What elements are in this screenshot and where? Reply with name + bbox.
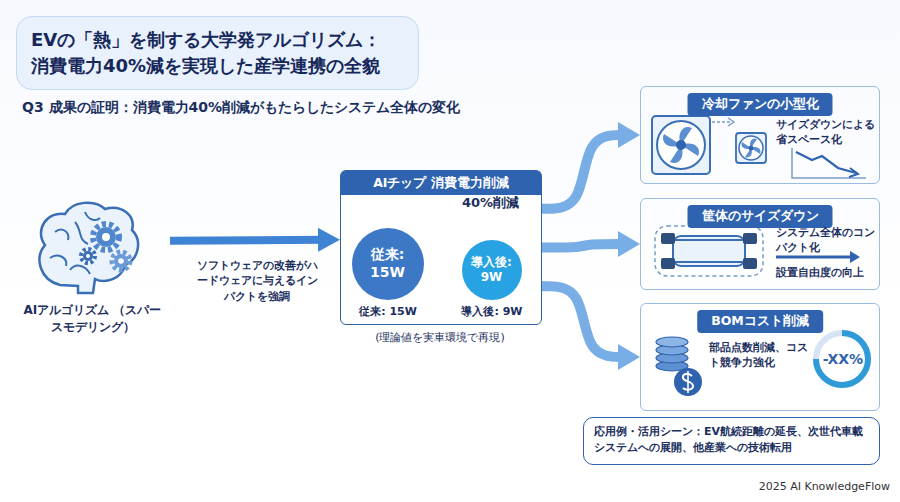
brain-icon — [83, 251, 93, 261]
large-fan-icon — [657, 121, 705, 169]
value-label: 従来: 15W — [348, 304, 428, 319]
chassis-icon — [655, 226, 763, 276]
coin-stack-icon — [687, 371, 689, 393]
compact-arrow — [776, 251, 860, 263]
small-fan-icon — [741, 138, 760, 157]
chip-panel: AIチップ 消費電力削減従来: 15W 導入後: 9W — [340, 170, 542, 325]
chassis-icon — [661, 258, 675, 269]
large-fan-icon — [652, 116, 710, 174]
size-guide — [728, 118, 734, 126]
brain-icon — [50, 212, 100, 274]
brain-icon — [40, 203, 138, 293]
flow-arrow — [542, 244, 626, 248]
decline-chart-icon — [849, 168, 858, 177]
watermark: 2025 AI KnowledgeFlow — [740, 480, 890, 493]
subtitle: Q3 成果の証明：消費電力40%削減がもたらしたシステム全体の変化 — [22, 99, 642, 117]
decline-chart-icon — [796, 152, 856, 173]
small-fan-icon — [736, 133, 766, 163]
node-heading: 筐体のサイズダウン — [688, 205, 833, 228]
title-panel: EVの「熱」を制する大学発アルゴリズム： 消費電力40%減を実現した産学連携の全… — [16, 16, 419, 90]
chassis-icon — [655, 226, 763, 276]
effect-card: 筐体のサイズダウンシステム全体のコンパクト化設置自由度の向上 — [640, 198, 880, 290]
node-heading: 従来: 15W — [357, 246, 419, 281]
before-circle: 従来: 15W — [352, 228, 424, 300]
effect-card: BOMコスト削減部品点数削減、コスト競争力強化-XX% — [640, 303, 880, 411]
brain-icon — [112, 252, 130, 270]
decline-chart-icon — [792, 148, 866, 178]
brain-icon — [40, 203, 138, 293]
large-fan-icon — [676, 140, 686, 150]
brain-icon — [114, 254, 128, 268]
flow-arrow — [542, 135, 626, 209]
chassis-icon — [668, 239, 750, 241]
coin-stack-icon — [656, 337, 688, 347]
small-fan-icon — [736, 133, 766, 163]
effect-card: 冷却ファンの小型化サイズダウンによる省スペース化 — [640, 86, 880, 184]
chassis-icon — [668, 261, 750, 263]
chassis-icon — [743, 233, 757, 244]
decline-chart-icon — [792, 148, 866, 178]
arrow-caption: ソフトウェアの改善がハードウェアに与えるインパクトを強調 — [192, 258, 322, 304]
flow-arrow — [170, 240, 326, 241]
brain-icon — [86, 254, 90, 258]
coin-stack-icon — [656, 337, 702, 396]
small-fan-icon — [739, 136, 763, 160]
brain-icon — [93, 224, 119, 250]
flow-arrow — [542, 286, 626, 357]
brain-icon — [96, 227, 116, 247]
small-fan-icon — [749, 146, 754, 151]
node-body: システム全体のコンパクト化 — [776, 225, 876, 254]
node-heading: 冷却ファンの小型化 — [688, 93, 833, 116]
node-heading: AIチップ 消費電力削減 — [341, 171, 541, 195]
value-label: 導入後: 9W — [452, 304, 532, 319]
algorithm-node: AIアルゴリズム （スパースモデリング） — [15, 198, 170, 341]
node-heading: 応用例・活用シーン：EV航続距離の延長、次世代車載システムへの展開、他産業への技… — [594, 424, 869, 456]
node-heading: BOMコスト削減 — [697, 310, 823, 333]
coin-stack-icon — [674, 368, 702, 396]
connector-layer — [170, 135, 626, 357]
brain-icon — [81, 249, 95, 263]
size-guide — [712, 118, 734, 126]
note-text: (理論値を実車環境で再現) — [355, 330, 525, 345]
after-circle: 導入後: 9W — [462, 240, 522, 300]
compact-arrow — [850, 251, 860, 263]
reduction-label: 40%削減 — [462, 194, 537, 212]
brain-icon — [118, 258, 124, 264]
node-body: サイズダウンによる省スペース化 — [776, 117, 876, 146]
large-fan-icon — [652, 116, 710, 174]
size-guide — [712, 121, 732, 123]
node-body: 部品点数削減、コスト競争力強化 — [709, 340, 809, 369]
node-body: 設置自由度の向上 — [776, 265, 876, 280]
brain-icon — [102, 233, 110, 241]
title-text: EVの「熱」を制する大学発アルゴリズム： 消費電力40%減を実現した産学連携の全… — [31, 27, 404, 79]
compact-arrow — [776, 256, 852, 259]
chassis-icon — [743, 258, 757, 269]
node-heading: AIアルゴリズム （スパースモデリング） — [20, 302, 165, 336]
node-heading: 導入後: 9W — [466, 255, 518, 285]
node-body: -XX% — [813, 350, 873, 368]
large-fan-icon — [663, 127, 699, 163]
chassis-icon — [661, 233, 675, 244]
usecase-callout: 応用例・活用シーン：EV航続距離の延長、次世代車載システムへの展開、他産業への技… — [583, 417, 880, 465]
